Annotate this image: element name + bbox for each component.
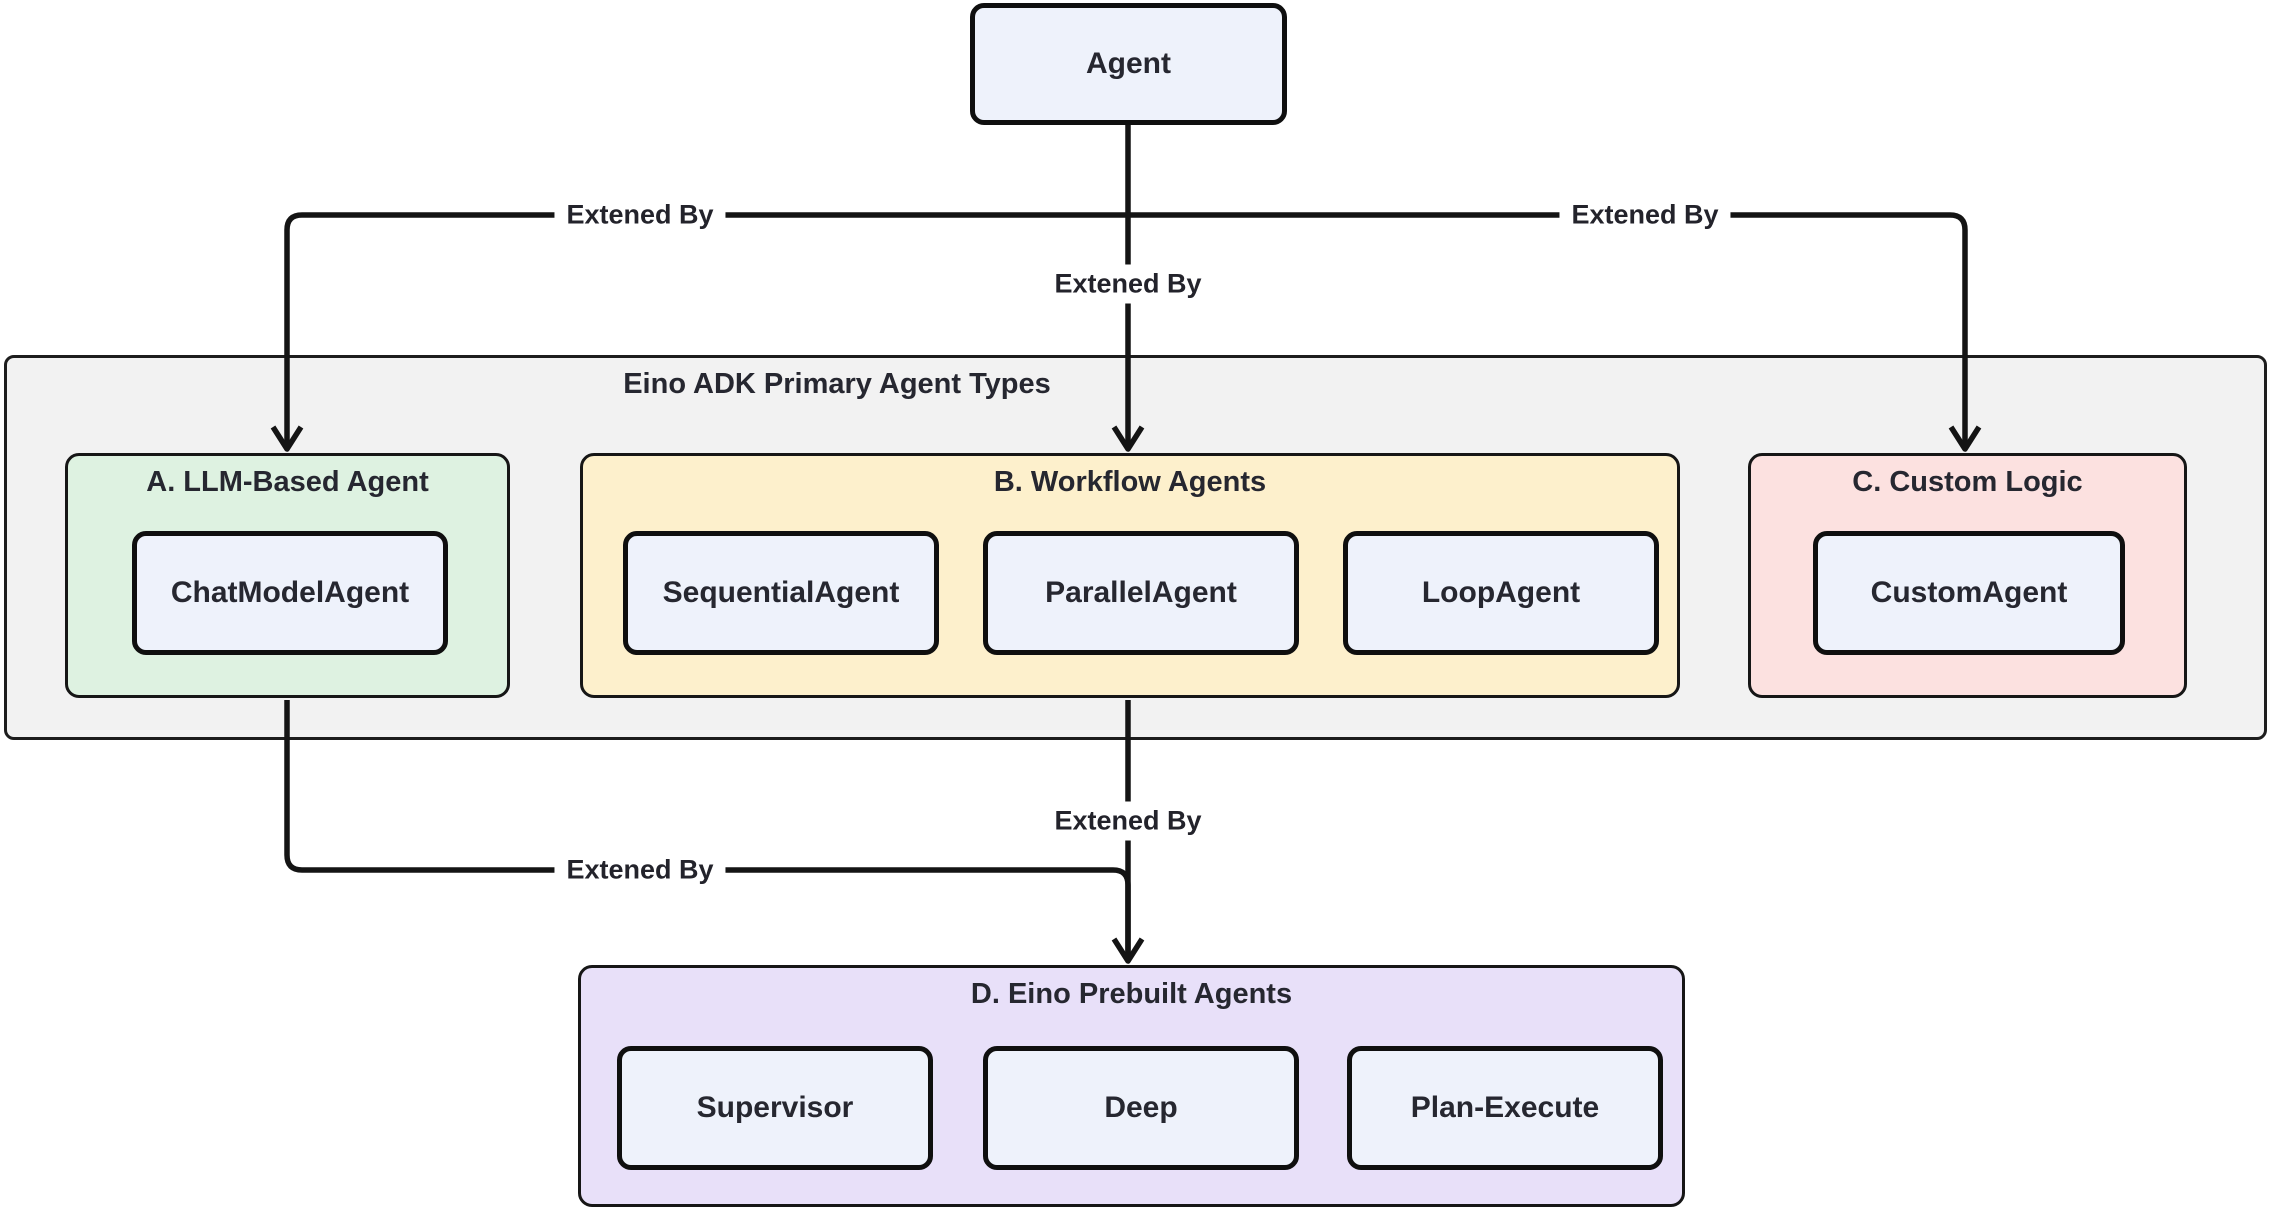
node-deep: Deep <box>983 1046 1299 1170</box>
node-chatmodelagent: ChatModelAgent <box>132 531 448 655</box>
edge-label-extened-by-agent-b: Extened By <box>1042 264 1214 304</box>
group-d-title: D. Eino Prebuilt Agents <box>970 978 1293 1010</box>
edge-label-extened-by-b-d: Extened By <box>1042 801 1214 841</box>
node-parallelagent: ParallelAgent <box>983 531 1299 655</box>
group-llm-based-agent: A. LLM-Based Agent ChatModelAgent <box>65 453 510 698</box>
node-loopagent: LoopAgent <box>1343 531 1659 655</box>
group-custom-logic: C. Custom Logic CustomAgent <box>1748 453 2187 698</box>
node-customagent: CustomAgent <box>1813 531 2125 655</box>
group-eino-prebuilt-agents: D. Eino Prebuilt Agents Supervisor Deep … <box>578 965 1685 1207</box>
container-title: Eino ADK Primary Agent Types <box>623 368 1051 400</box>
group-c-title: C. Custom Logic <box>1852 466 2083 498</box>
edge-label-extened-by-a-d: Extened By <box>554 850 726 890</box>
node-agent: Agent <box>970 3 1287 125</box>
node-plan-execute: Plan-Execute <box>1347 1046 1663 1170</box>
group-a-title: A. LLM-Based Agent <box>146 466 429 498</box>
group-workflow-agents: B. Workflow Agents SequentialAgent Paral… <box>580 453 1680 698</box>
node-supervisor: Supervisor <box>617 1046 933 1170</box>
arrowhead-into-d <box>1111 937 1145 964</box>
edge-label-extened-by-agent-c: Extened By <box>1559 195 1731 235</box>
group-b-title: B. Workflow Agents <box>993 466 1267 498</box>
node-sequentialagent: SequentialAgent <box>623 531 939 655</box>
edge-label-extened-by-agent-a: Extened By <box>554 195 726 235</box>
